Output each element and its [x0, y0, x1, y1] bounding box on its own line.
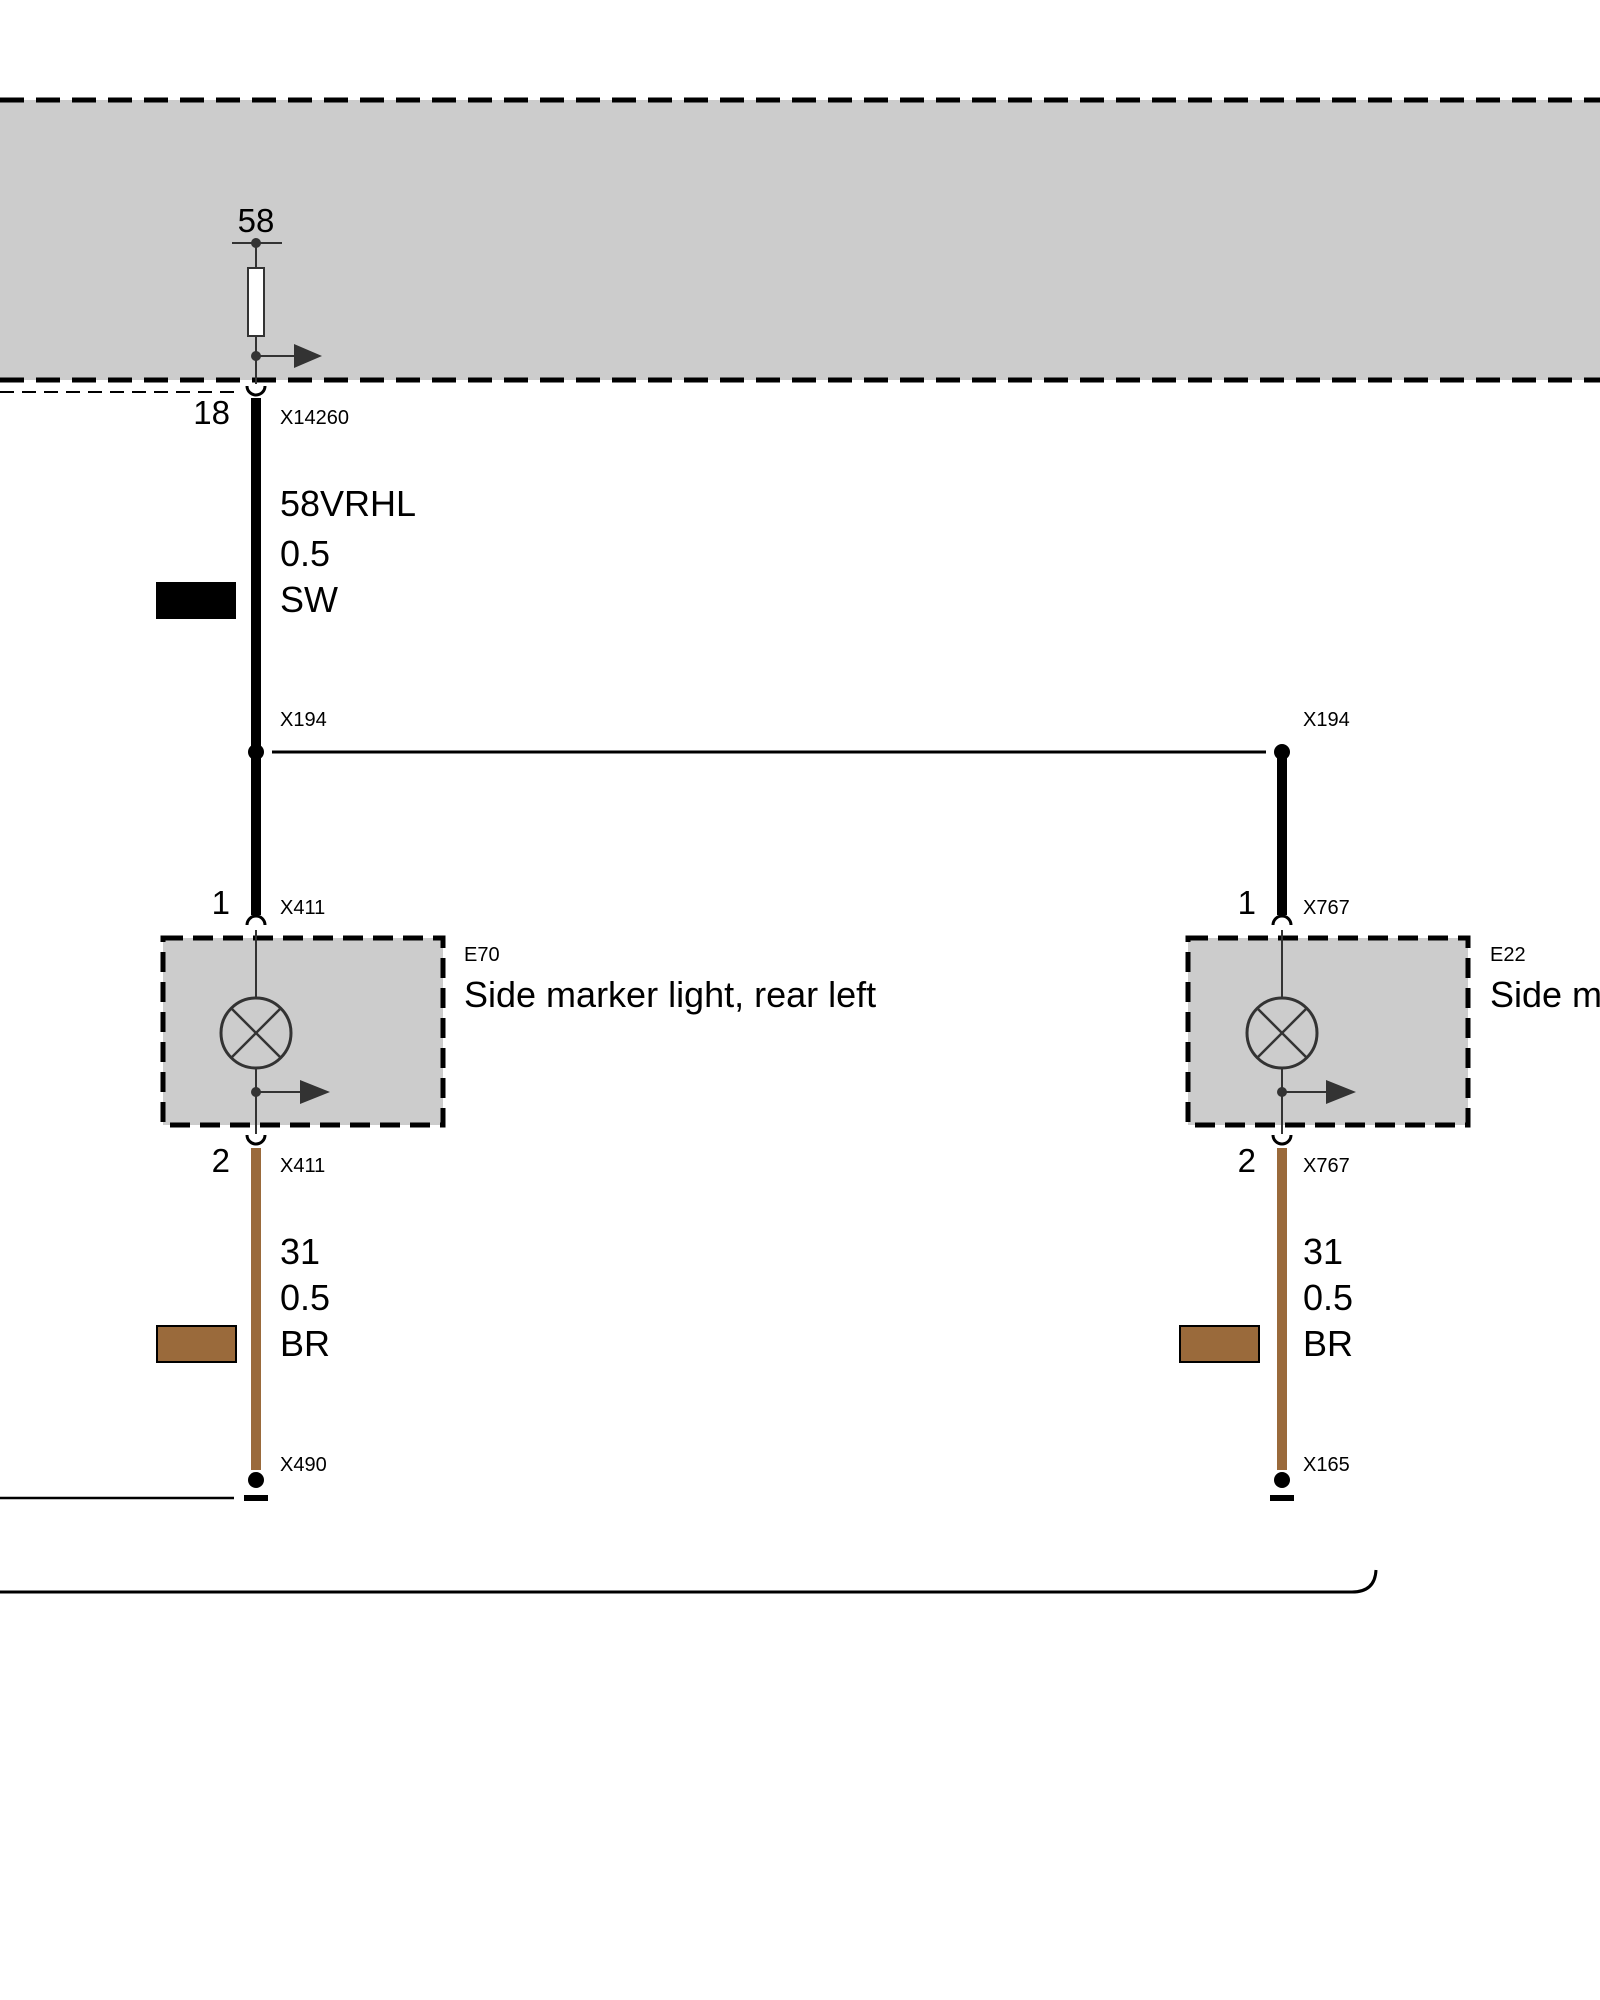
left-ground-color: BR: [280, 1323, 330, 1364]
left-lamp-connector-top: X411: [280, 897, 325, 919]
connector-x14260-label: X14260: [280, 407, 349, 429]
left-lamp-id: E70: [464, 944, 500, 966]
ground-node: [1274, 1472, 1290, 1488]
terminal-58-label: 58: [238, 202, 275, 239]
wire-color-swatch-brown: [1179, 1325, 1260, 1363]
arrow-right-icon: [1326, 1080, 1356, 1104]
splice-right-label: X194: [1303, 709, 1350, 731]
arrow-right-icon: [300, 1080, 330, 1104]
arrow-right-icon: [294, 344, 322, 368]
splice: X194 X194: [248, 709, 1350, 760]
ground-node: [248, 1472, 264, 1488]
right-ground-wire: 31 0.5 BR X165: [1179, 1148, 1353, 1501]
left-ground-connector: X490: [280, 1454, 327, 1476]
splice-left-label: X194: [280, 709, 327, 731]
right-lamp: 1 X767 E22 Side m 2 X767: [1185, 752, 1600, 1179]
connector-cup-icon: [245, 1134, 267, 1146]
left-ground-wire: 31 0.5 BR X490: [0, 1148, 330, 1501]
wire-color-swatch-brown: [156, 1325, 237, 1363]
right-ground-gauge: 0.5: [1303, 1277, 1353, 1318]
connector-cup-icon: [1271, 914, 1293, 926]
top-module-body: [0, 100, 1600, 380]
left-lamp-connector-bottom: X411: [280, 1155, 325, 1177]
right-lamp-id: E22: [1490, 944, 1526, 966]
top-module: 58 18 X14260: [0, 97, 1600, 431]
right-lamp-pin-bottom: 2: [1238, 1142, 1256, 1179]
left-lamp-pin-bottom: 2: [212, 1142, 230, 1179]
right-ground-color: BR: [1303, 1323, 1353, 1364]
supply-signal-label: 58VRHL: [280, 483, 416, 524]
right-ground-connector: X165: [1303, 1454, 1350, 1476]
connector-cup-icon: [245, 914, 267, 926]
left-lamp: 1 X411 E70 Side marker light, rear left …: [160, 752, 876, 1179]
right-lamp-connector-bottom: X767: [1303, 1155, 1350, 1177]
right-lamp-name: Side m: [1490, 974, 1600, 1015]
right-lamp-connector-top: X767: [1303, 897, 1350, 919]
pin-18-label: 18: [193, 394, 230, 431]
supply-gauge-label: 0.5: [280, 533, 330, 574]
left-lamp-pin-top: 1: [212, 884, 230, 921]
wire-color-swatch-black: [156, 582, 236, 619]
left-lamp-name: Side marker light, rear left: [464, 974, 876, 1015]
connector-cup-icon: [1271, 1134, 1293, 1146]
resistor-icon: [247, 267, 265, 337]
right-ground-signal: 31: [1303, 1231, 1343, 1272]
connector-cup-icon: [245, 385, 267, 397]
left-ground-signal: 31: [280, 1231, 320, 1272]
supply-color-label: SW: [280, 579, 338, 620]
right-lamp-pin-top: 1: [1238, 884, 1256, 921]
left-ground-gauge: 0.5: [280, 1277, 330, 1318]
supply-wire: 58VRHL 0.5 SW: [156, 398, 416, 752]
ground-bracket: [0, 1569, 1378, 1594]
